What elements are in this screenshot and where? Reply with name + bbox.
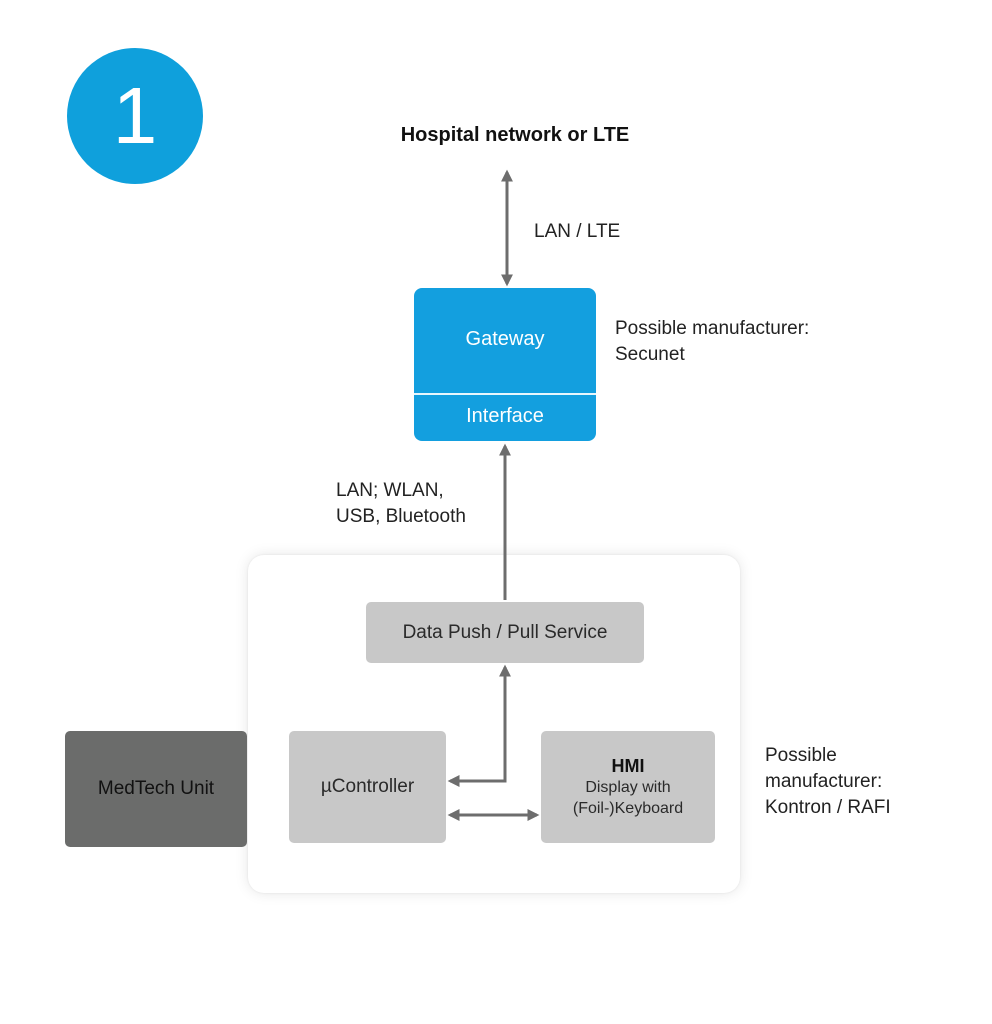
device-link-line1: LAN; WLAN,: [336, 480, 444, 501]
medtech-unit-label: MedTech Unit: [97, 778, 215, 799]
gateway-manufacturer-line2: Secunet: [615, 344, 685, 365]
hmi-box: HMI Display with (Foil-)Keyboard: [541, 731, 715, 843]
microcontroller-label: µController: [320, 776, 415, 797]
data-push-pull-service-box: Data Push / Pull Service: [366, 602, 644, 663]
network-title: Hospital network or LTE: [400, 124, 630, 146]
gateway-box: Gateway Interface: [414, 288, 596, 441]
data-service-label: Data Push / Pull Service: [402, 621, 608, 643]
interface-label: Interface: [466, 405, 544, 427]
hmi-line2: (Foil-)Keyboard: [572, 800, 684, 817]
gateway-manufacturer-line1: Possible manufacturer:: [615, 318, 810, 339]
controller-service-arrow: [447, 664, 511, 787]
device-link-line2: USB, Bluetooth: [336, 506, 466, 527]
microcontroller-box: µController: [289, 731, 446, 843]
device-manufacturer-line2: manufacturer:: [765, 771, 883, 792]
device-manufacturer-label: Possible manufacturer: Kontron / RAFI: [765, 743, 891, 821]
network-link-label: LAN / LTE: [534, 221, 621, 242]
hmi-title: HMI: [611, 756, 645, 776]
device-link-label: LAN; WLAN, USB, Bluetooth: [336, 478, 466, 530]
gateway-label: Gateway: [465, 328, 545, 350]
medtech-unit-box: MedTech Unit: [65, 731, 247, 847]
gateway-divider: [414, 393, 596, 395]
step-number-badge: 1: [67, 48, 203, 184]
device-manufacturer-line1: Possible: [765, 745, 837, 766]
device-manufacturer-line3: Kontron / RAFI: [765, 797, 891, 818]
hmi-line1: Display with: [585, 779, 671, 796]
gateway-manufacturer-label: Possible manufacturer: Secunet: [615, 316, 809, 368]
